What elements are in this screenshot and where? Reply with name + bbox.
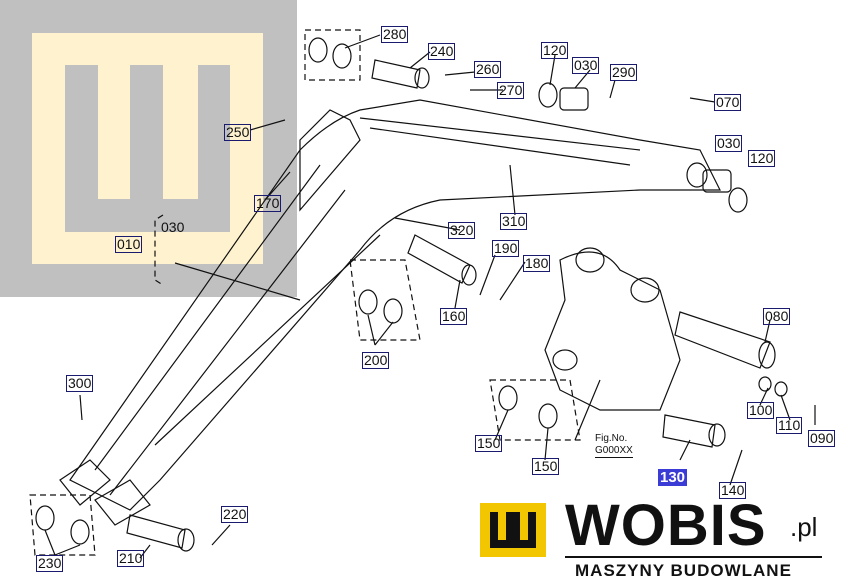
- part-label-130-selected[interactable]: 130: [658, 469, 688, 486]
- part-label-300[interactable]: 300: [66, 375, 94, 392]
- part-label-140[interactable]: 140: [719, 482, 747, 499]
- boom-outline: [29, 29, 816, 559]
- part-label-090[interactable]: 090: [808, 430, 836, 447]
- group-sub-label-030: 030: [161, 219, 185, 235]
- part-label-200[interactable]: 200: [362, 352, 390, 369]
- part-label-320[interactable]: 320: [448, 222, 476, 239]
- brand-name: WOBIS: [565, 493, 767, 558]
- brand-suffix: .pl: [790, 512, 818, 542]
- part-label-030[interactable]: 030: [572, 57, 600, 74]
- part-label-250[interactable]: 250: [224, 124, 252, 141]
- part-label-160[interactable]: 160: [440, 308, 468, 325]
- watermark-logo: [0, 0, 297, 297]
- part-label-070[interactable]: 070: [714, 94, 742, 111]
- figure-number: Fig.No.G000XX: [595, 433, 633, 458]
- fig-no-value: G000XX: [595, 445, 633, 456]
- part-label-100[interactable]: 100: [747, 402, 775, 419]
- part-label-150[interactable]: 150: [475, 435, 503, 452]
- part-label-190[interactable]: 190: [492, 240, 520, 257]
- part-label-170[interactable]: 170: [254, 195, 282, 212]
- part-label-030[interactable]: 030: [715, 135, 743, 152]
- part-label-150[interactable]: 150: [532, 458, 560, 475]
- part-label-120[interactable]: 120: [541, 42, 569, 59]
- part-label-210[interactable]: 210: [117, 550, 145, 567]
- part-label-080[interactable]: 080: [763, 308, 791, 325]
- part-label-220[interactable]: 220: [221, 506, 249, 523]
- part-label-120[interactable]: 120: [748, 150, 776, 167]
- fig-no-label: Fig.No.: [595, 433, 628, 444]
- part-label-110[interactable]: 110: [776, 417, 803, 434]
- part-label-280[interactable]: 280: [381, 26, 409, 43]
- part-label-310[interactable]: 310: [500, 213, 528, 230]
- wobis-logo-mark: [480, 503, 822, 558]
- part-label-010[interactable]: 010: [115, 236, 143, 253]
- brand-tagline: MASZYNY BUDOWLANE: [575, 561, 792, 580]
- part-label-270[interactable]: 270: [497, 82, 525, 99]
- part-label-240[interactable]: 240: [428, 43, 456, 60]
- part-label-180[interactable]: 180: [523, 255, 551, 272]
- part-label-290[interactable]: 290: [610, 64, 638, 81]
- part-label-260[interactable]: 260: [474, 61, 502, 78]
- part-label-230[interactable]: 230: [36, 555, 64, 572]
